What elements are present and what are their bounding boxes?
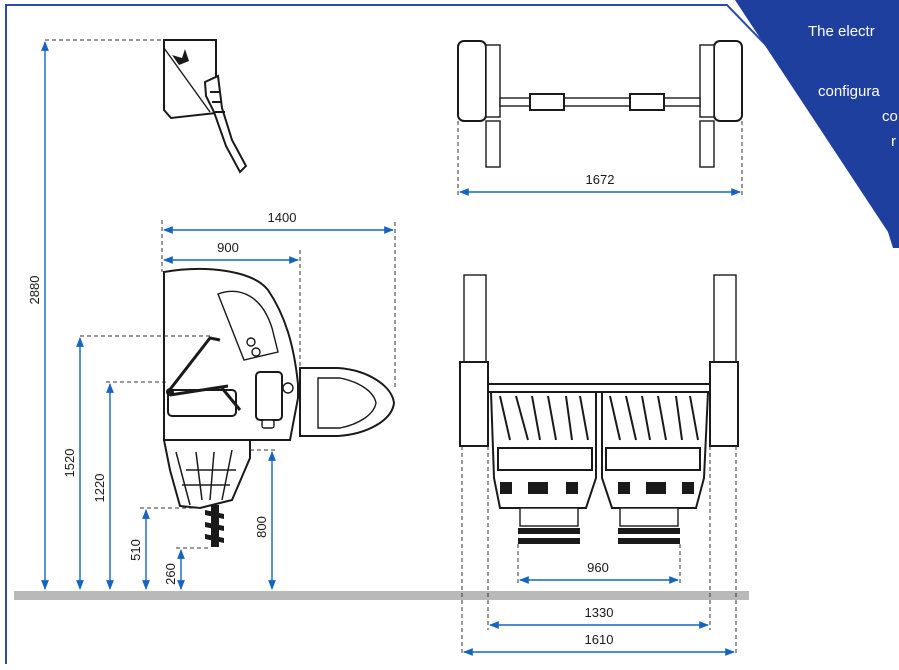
dimension-labels: 2880 1520 1220 510 260 800 1400 900 1672… xyxy=(27,172,614,647)
callout-line-2: configura xyxy=(818,83,880,100)
dim-960-label: 960 xyxy=(587,560,609,575)
callout-line-1: The electr xyxy=(808,23,875,40)
dim-900-label: 900 xyxy=(217,240,239,255)
dim-510-label: 510 xyxy=(128,539,143,561)
dim-1330-label: 1330 xyxy=(585,605,614,620)
dim-1610-label: 1610 xyxy=(585,632,614,647)
dim-1400-label: 1400 xyxy=(268,210,297,225)
callout-panel: The electr configura co r xyxy=(735,0,899,248)
dim-260-label: 260 xyxy=(163,563,178,585)
side-view xyxy=(162,268,396,547)
drawing-frame xyxy=(5,4,791,664)
dimension-lines xyxy=(41,41,741,656)
dim-1672-label: 1672 xyxy=(586,172,615,187)
dim-1220-label: 1220 xyxy=(92,474,107,503)
axle-plan-view xyxy=(457,40,743,168)
callout-line-3: co xyxy=(882,108,898,125)
dim-800-label: 800 xyxy=(254,516,269,538)
rear-hitch-view xyxy=(163,39,248,174)
extension-lines xyxy=(45,39,743,655)
dim-1520-label: 1520 xyxy=(62,449,77,478)
callout-line-4: r xyxy=(891,133,896,150)
dim-2880-label: 2880 xyxy=(27,276,42,305)
ground-line xyxy=(14,591,749,600)
front-view xyxy=(459,274,739,544)
